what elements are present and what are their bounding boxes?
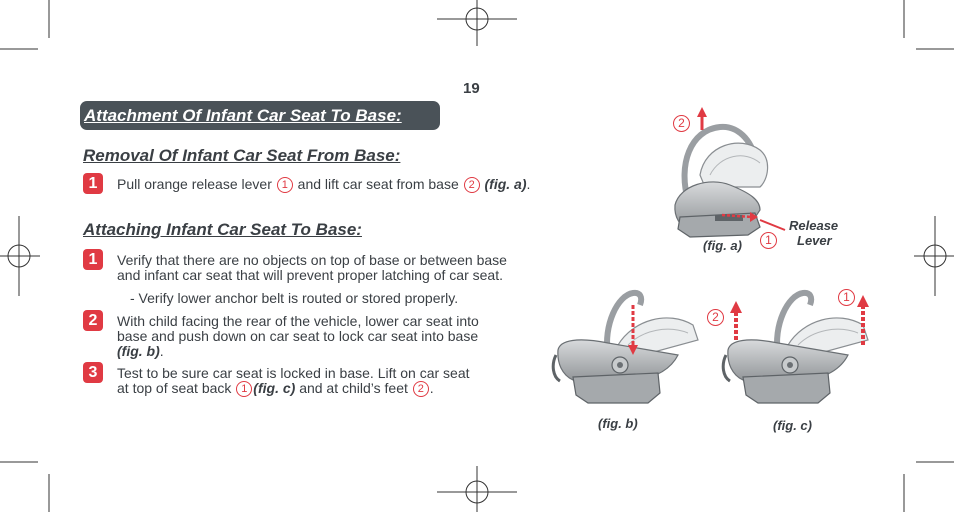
fig-c-callout-2-icon: 2 (707, 309, 724, 326)
registration-target-bottom (437, 466, 517, 512)
removal-step-1-number: 1 (83, 173, 103, 194)
attaching-heading: Attaching Infant Car Seat To Base: (83, 220, 362, 239)
attaching-step-1-line-2: and infant car seat that will prevent pr… (117, 267, 503, 283)
removal-step-1-part-b: and lift car seat from base (297, 176, 459, 192)
fig-a-illustration (674, 107, 786, 238)
fig-a-reference: (fig. a) (484, 176, 527, 192)
fig-b-illustration (551, 289, 699, 404)
period: . (429, 380, 434, 396)
fig-c-reference: (fig. c) (253, 380, 296, 396)
fig-a-callout-1-icon: 1 (760, 232, 777, 249)
registration-target-top (437, 0, 517, 46)
removal-step-1-part-a: Pull orange release lever (117, 176, 272, 192)
callout-1-icon: 1 (236, 381, 253, 398)
registration-target-right (914, 216, 954, 296)
callout-1-icon: 1 (276, 177, 293, 194)
release-lever-label-2: Lever (797, 233, 832, 248)
attaching-step-2-line-2: base and push down on car seat to lock c… (117, 328, 479, 344)
attaching-step-1-number: 1 (83, 249, 103, 270)
attaching-step-3-number: 3 (83, 362, 103, 383)
removal-step-1-text: Pull orange release lever 1 and lift car… (117, 176, 531, 194)
main-heading-banner: Attachment Of Infant Car Seat To Base: (80, 101, 440, 130)
period: . (526, 176, 531, 192)
fig-c-illustration (721, 289, 869, 404)
release-lever-label-1: Release (789, 218, 839, 233)
fig-a-label: (fig. a) (703, 238, 742, 253)
callout-2-icon: 2 (463, 177, 480, 194)
registration-target-left (0, 216, 40, 296)
fig-c-callout-1-icon: 1 (838, 289, 855, 306)
attaching-step-2-line-3: (fig. b). (117, 344, 164, 358)
attaching-step-2-line-1: With child facing the rear of the vehicl… (117, 313, 479, 329)
step-3-part-b: and at child’s feet (299, 380, 408, 396)
attaching-step-1-bullet: - Verify lower anchor belt is routed or … (130, 290, 459, 306)
callout-2-icon: 2 (412, 381, 429, 398)
step-3-part-a: at top of seat back (117, 380, 232, 396)
page-number: 19 (463, 80, 480, 97)
fig-c-label: (fig. c) (773, 418, 812, 433)
period: . (159, 343, 164, 359)
attaching-step-1-line-1: Verify that there are no objects on top … (117, 252, 507, 268)
fig-b-label: (fig. b) (598, 416, 638, 431)
attaching-step-3-line-1: Test to be sure car seat is locked in ba… (117, 365, 470, 381)
main-heading: Attachment Of Infant Car Seat To Base: (84, 106, 402, 125)
removal-heading: Removal Of Infant Car Seat From Base: (83, 146, 401, 165)
attaching-step-3-line-2: at top of seat back 1(fig. c) and at chi… (117, 380, 434, 398)
fig-a-callout-2-icon: 2 (673, 115, 690, 132)
attaching-step-2-number: 2 (83, 310, 103, 331)
fig-b-reference: (fig. b) (117, 343, 160, 359)
